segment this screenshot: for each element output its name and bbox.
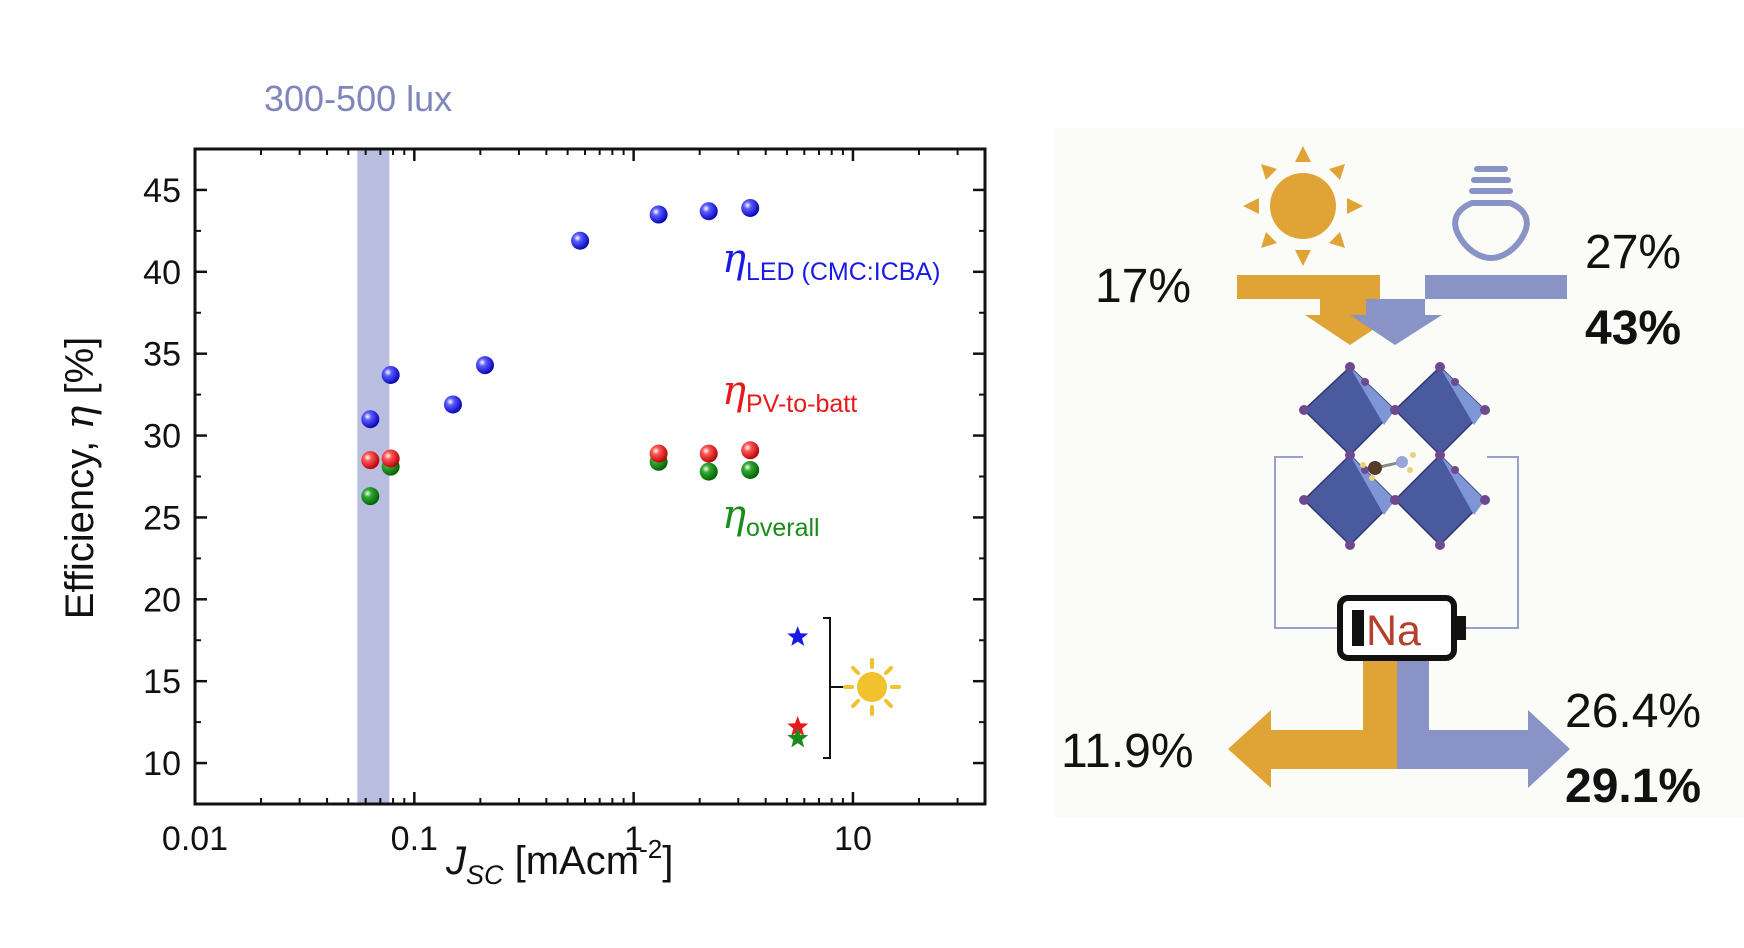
pv-to-batt-point (649, 444, 668, 463)
lux-band (357, 149, 390, 804)
led-point (699, 202, 718, 221)
sunlight-star-point (787, 716, 809, 736)
led-point (571, 231, 590, 250)
series-label-overall: ηoverall (722, 492, 820, 542)
sun-output-arrow (1228, 661, 1397, 788)
sun-input-arrow (1237, 275, 1395, 345)
battery-icon: Na (1337, 595, 1466, 661)
overall-point (699, 462, 718, 481)
y-tick-label: 20 (143, 581, 181, 619)
output-led-percent: 26.4% (1565, 685, 1701, 738)
circuit-wires (1274, 456, 1519, 629)
y-tick-label: 45 (143, 172, 181, 210)
led-point (741, 198, 760, 217)
y-tick-label: 10 (143, 745, 181, 783)
axis-ticks: 0.01 0.1 1 10 10 15 20 25 30 35 40 45 (143, 149, 986, 858)
led-point (443, 395, 462, 414)
pv-to-batt-point (381, 449, 400, 468)
battery-label: Na (1366, 607, 1421, 655)
y-tick-label: 15 (143, 663, 181, 701)
pv-to-batt-point (741, 441, 760, 460)
x-tick-label: 0.1 (391, 820, 438, 858)
x-axis-title: JSC [mAcm-2] (445, 834, 673, 890)
input-led-percent-bold: 43% (1585, 302, 1681, 355)
x-tick-label: 1 (624, 820, 643, 858)
sun-source-icon (1243, 146, 1363, 266)
sun-icon (843, 658, 901, 716)
output-led-percent-bold: 29.1% (1565, 760, 1701, 813)
led-output-arrow (1397, 661, 1570, 788)
overall-point (361, 487, 380, 506)
y-tick-label: 25 (143, 499, 181, 537)
x-tick-label: 10 (834, 820, 872, 858)
overall-point (741, 460, 760, 479)
chart: 300-500 lux 0.01 0.1 1 10 10 15 20 25 30 35 40 45 J… (57, 78, 987, 890)
sunlight-star-point (787, 626, 809, 646)
led-input-arrow (1350, 275, 1567, 345)
pv-to-batt-point (699, 444, 718, 463)
series-label-pv: ηPV-to-batt (722, 368, 857, 418)
sunlight-star-point (787, 727, 809, 748)
y-tick-label: 30 (143, 418, 181, 456)
series-label-led: ηLED (CMC:ICBA) (722, 236, 940, 286)
perovskite-structure-icon (1299, 362, 1490, 550)
output-sun-percent: 11.9% (1061, 725, 1194, 778)
input-led-percent: 27% (1585, 226, 1681, 279)
energy-flow-diagram: Na 17% 27% 43% 11.9% 26.4% 29.1% (1055, 128, 1744, 818)
x-tick-label: 0.01 (162, 820, 228, 858)
y-axis-title: Efficiency, η [%] (57, 337, 103, 620)
pv-to-batt-point (361, 451, 380, 470)
y-tick-label: 40 (143, 254, 181, 292)
data-points (361, 198, 809, 748)
cation-molecule (1360, 452, 1416, 481)
lux-band-label: 300-500 lux (264, 78, 452, 119)
led-point (381, 365, 400, 384)
lightbulb-icon (1452, 166, 1530, 262)
led-point (649, 205, 668, 224)
led-point (361, 410, 380, 429)
plot-frame (193, 147, 987, 806)
led-point (475, 356, 494, 375)
input-sun-percent: 17% (1095, 260, 1191, 313)
y-tick-label: 35 (143, 336, 181, 374)
